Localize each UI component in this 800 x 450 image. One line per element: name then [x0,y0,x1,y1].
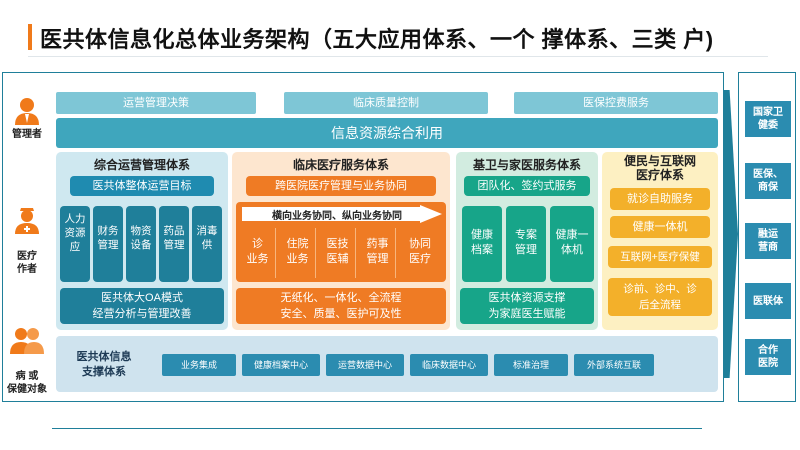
role-patient: 病 或 保健对象 [4,312,50,396]
external-nhc: 国家卫 健委 [745,101,791,137]
connector-arrow [724,90,738,378]
clinical-item-inpatient: 住院 业务 [280,228,316,278]
support-item-ops-data: 运营数据中心 [326,354,404,376]
support-system: 医共体信息 支撑体系 业务集成 健康档案中心 运营数据中心 临床数据中心 标准治… [56,336,718,392]
support-item-clinical-data: 临床数据中心 [410,354,488,376]
ops-goal: 医共体整体运营目标 [70,176,214,196]
panel-operations: 综合运营管理体系 医共体整体运营目标 人力 资源 应 财务 管理 物资 设备 药… [56,152,228,330]
arrow-label: 横向业务协同、纵向业务协同 [272,211,402,222]
info-resource-banner: 信息资源综合利用 [56,118,718,148]
roles-column: 管理者 医疗 作者 病 或 保健对象 [4,80,50,400]
clinical-item-pharmacy: 药事 管理 [360,228,396,278]
ops-item-disinfection: 消毒 供 [192,206,222,282]
ops-item-hr: 人力 资源 应 [60,206,90,282]
panel-clinical: 临床医疗服务体系 跨医院医疗管理与业务协同 横向业务协同、纵向业务协同 诊 业务… [232,152,450,330]
nurse-icon [15,208,39,234]
top-box-insurance-service: 医保控费服务 [514,92,718,114]
ops-item-equipment: 物资 设备 [126,206,156,282]
panel-internet: 便民与互联网 医疗体系 就诊自助服务 健康一体机 互联网+医疗保健 诊前、诊中、… [602,152,718,330]
external-insurance: 医保、 商保 [745,163,791,199]
clinical-footer: 无纸化、一体化、全流程 安全、质量、医护可及性 [236,288,446,324]
role-label: 医疗 作者 [17,251,37,275]
public-footer: 医共体资源支撑 为家庭医生赋能 [460,288,594,324]
support-item-standards: 标准治理 [494,354,568,376]
ops-footer: 医共体大OA模式 经营分析与管理改善 [60,288,224,324]
title-divider [28,56,768,57]
external-alliance: 医联体 [745,283,791,319]
top-box-quality-control: 临床质量控制 [284,92,488,114]
footer-divider [52,428,702,429]
external-partner-hospital: 合作 医院 [745,339,791,375]
clinical-item-cooperative: 协同 医疗 [409,238,431,265]
title-accent-bar [28,24,32,50]
public-top: 团队化、签约式服务 [464,176,590,196]
collaboration-arrow [242,205,442,223]
panel-title: 临床医疗服务体系 [292,158,389,172]
public-item-machine: 健康一 体机 [550,206,594,282]
top-box-ops-decision: 运营管理决策 [56,92,256,114]
support-item-external: 外部系统互联 [574,354,654,376]
internet-item-machine: 健康一体机 [610,216,710,238]
panel-public-health: 基卫与家医服务体系 团队化、签约式服务 健康 档案 专案 管理 健康一 体机 医… [456,152,598,330]
public-item-case: 专案 管理 [506,206,546,282]
panel-title: 综合运营管理体系 [93,158,190,172]
support-label: 医共体信息 支撑体系 [76,351,132,378]
page-title: 医共体信息化总体业务架构（五大应用体系、一个 撑体系、三类 户) [40,27,714,52]
external-entities-frame: 国家卫 健委 医保、 商保 融运 营商 医联体 合作 医院 [738,72,796,402]
clinical-item-outpatient: 诊 业务 [240,228,276,278]
role-manager: 管理者 [4,96,50,141]
public-item-records: 健康 档案 [462,206,502,282]
internet-item-self-service: 就诊自助服务 [610,188,710,210]
panel-title: 基卫与家医服务体系 [472,158,581,172]
internet-item-plus: 互联网+医疗保健 [608,246,712,268]
support-item-integration: 业务集成 [162,354,236,376]
panel-title: 便民与互联网 医疗体系 [623,154,696,182]
manager-icon [15,98,39,125]
clinical-top: 跨医院医疗管理与业务协同 [246,176,436,196]
group-icon [10,328,44,354]
support-item-records-center: 健康档案中心 [242,354,320,376]
internet-item-process: 诊前、诊中、诊 后全流程 [608,278,712,316]
external-finance: 融运 营商 [745,223,791,259]
role-medical-worker: 医疗 作者 [4,192,50,276]
ops-item-finance: 财务 管理 [93,206,123,282]
ops-item-drugs: 药品 管理 [159,206,189,282]
role-label: 病 或 保健对象 [7,371,47,395]
role-label: 管理者 [12,129,42,140]
clinical-item-medtech: 医技 医辅 [320,228,356,278]
